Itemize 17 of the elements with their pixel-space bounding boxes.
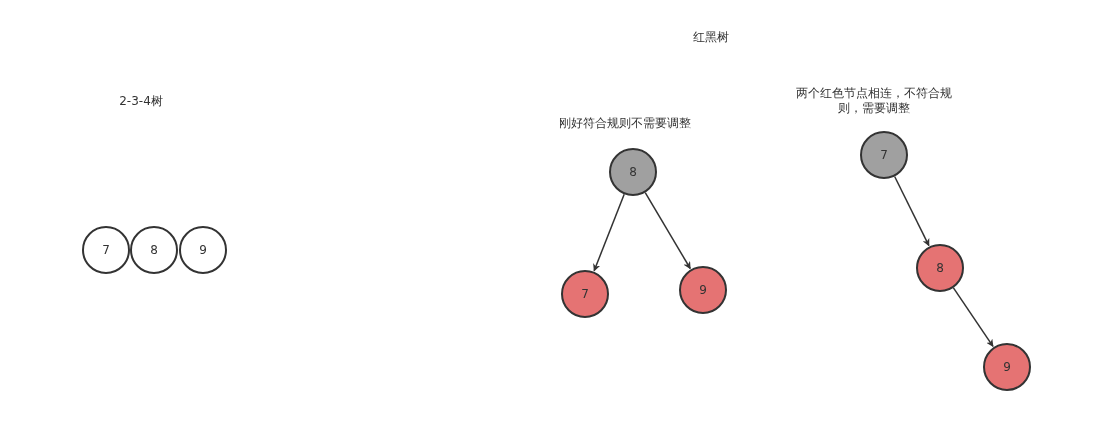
note: 两个红色节点相连，不符合规则，需要调整 <box>795 86 953 116</box>
tree-node-circle: 9 <box>179 226 227 274</box>
arrow <box>644 191 691 270</box>
tree-node-circle: 9 <box>983 343 1031 391</box>
note: 刚好符合规则不需要调整 <box>558 116 692 131</box>
arrow <box>593 193 625 272</box>
tree-node-circle: 8 <box>130 226 178 274</box>
heading: 红黑树 <box>692 30 730 45</box>
heading: 2-3-4树 <box>118 94 164 109</box>
tree-node-circle: 7 <box>82 226 130 274</box>
tree-node-circle: 9 <box>679 266 727 314</box>
arrow <box>893 175 930 247</box>
arrow <box>952 287 994 348</box>
tree-node-circle: 8 <box>609 148 657 196</box>
tree-node-circle: 7 <box>860 131 908 179</box>
tree-node-circle: 7 <box>561 270 609 318</box>
tree-node-circle: 8 <box>916 244 964 292</box>
